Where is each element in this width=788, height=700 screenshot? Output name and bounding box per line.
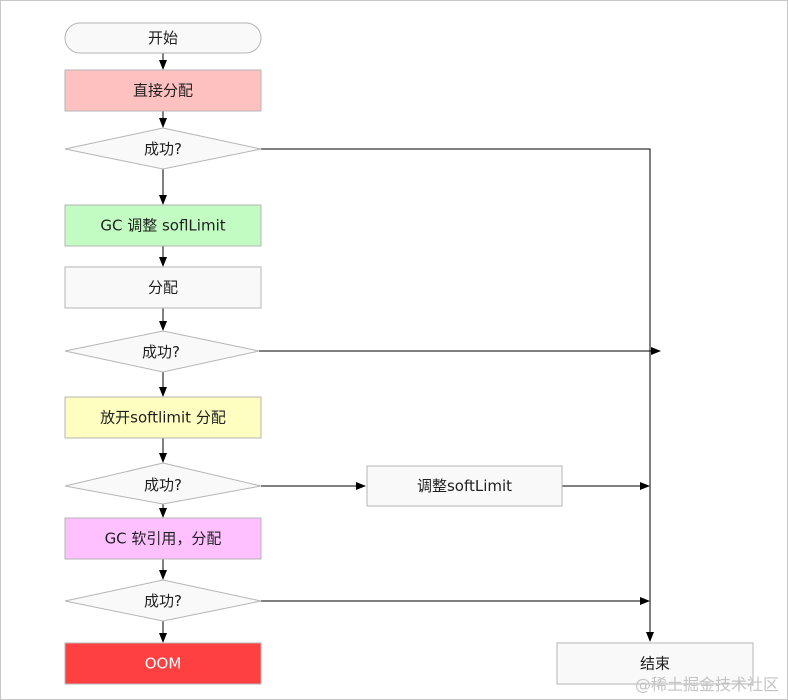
- node-alloc-label: 分配: [148, 279, 178, 297]
- node-start-label: 开始: [148, 29, 178, 47]
- node-end: 结束: [556, 642, 754, 685]
- node-check-4: 成功?: [64, 579, 262, 622]
- node-adjust-softlimit-label: 调整softLimit: [417, 477, 512, 495]
- node-alloc: 分配: [64, 266, 262, 309]
- edges: [159, 53, 661, 643]
- node-check-3: 成功?: [64, 462, 262, 505]
- node-gc-soft-ref: GC 软引用，分配: [64, 517, 262, 560]
- node-release-alloc: 放开softlimit 分配: [64, 396, 262, 439]
- node-oom: OOM: [64, 642, 262, 685]
- node-check-1-label: 成功?: [144, 140, 182, 158]
- node-gc-adjust-label: GC 调整 soflLimit: [100, 217, 225, 235]
- edge-check1-end: [261, 148, 654, 642]
- node-start: 开始: [64, 22, 262, 54]
- node-direct-alloc: 直接分配: [64, 69, 262, 112]
- node-gc-adjust: GC 调整 soflLimit: [64, 204, 262, 247]
- node-release-alloc-label: 放开softlimit 分配: [100, 409, 226, 427]
- node-end-label: 结束: [640, 655, 670, 673]
- node-oom-label: OOM: [145, 655, 182, 673]
- node-gc-soft-ref-label: GC 软引用，分配: [105, 530, 222, 548]
- node-check-4-label: 成功?: [144, 592, 182, 610]
- node-check-1: 成功?: [64, 127, 262, 170]
- node-check-2-label: 成功?: [142, 343, 180, 361]
- node-adjust-softlimit: 调整softLimit: [366, 465, 563, 507]
- watermark: @稀土掘金技术社区: [634, 675, 779, 694]
- node-direct-alloc-label: 直接分配: [133, 82, 193, 100]
- node-check-3-label: 成功?: [144, 476, 182, 494]
- node-check-2: 成功?: [64, 330, 260, 373]
